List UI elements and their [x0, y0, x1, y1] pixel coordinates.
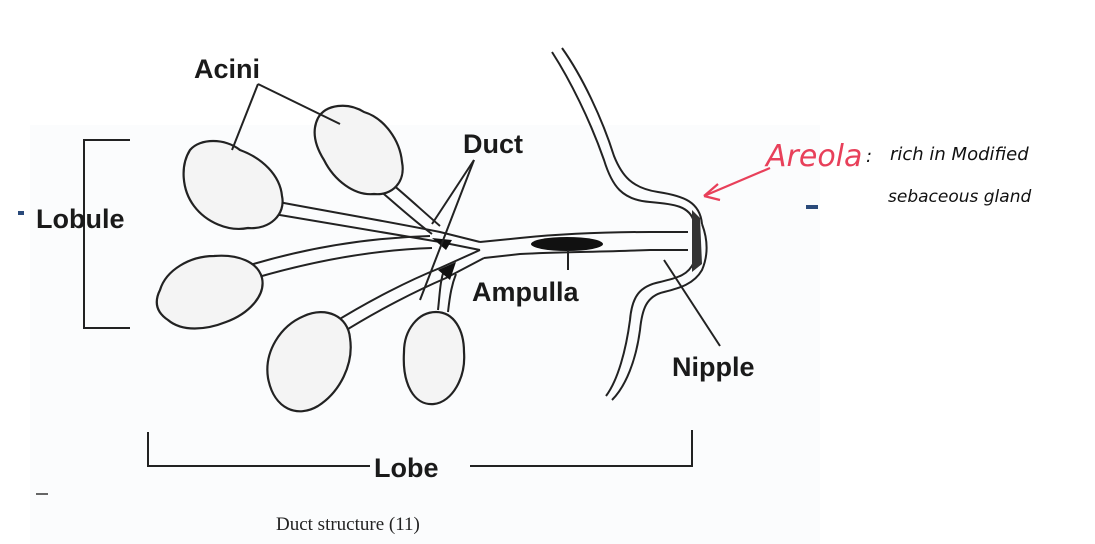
annotation-note-line1: rich in Modified: [890, 144, 1029, 165]
nipple-skin: [552, 48, 707, 400]
left-marker: [18, 211, 24, 215]
lobule-bracket: [84, 140, 130, 328]
figure-caption: Duct structure (11): [276, 514, 420, 535]
lobe-bracket-left: [148, 432, 370, 466]
label-lobe: Lobe: [374, 453, 439, 483]
areola-annotation: Areola : rich in Modified sebaceous glan…: [704, 139, 1031, 207]
label-ampulla: Ampulla: [472, 277, 579, 307]
label-lobule: Lobule: [36, 204, 125, 234]
annotation-term: Areola: [764, 139, 862, 174]
annotation-note-line2: sebaceous gland: [888, 187, 1031, 207]
label-duct: Duct: [463, 129, 523, 159]
right-marker: [806, 205, 818, 209]
annotation-separator: :: [866, 146, 872, 167]
annotation-arrow: [704, 168, 770, 196]
label-acini: Acini: [194, 54, 260, 84]
dash-marker: [36, 493, 48, 495]
duct-system: [250, 160, 688, 334]
lobe-bracket-right: [470, 430, 692, 466]
acini-clusters: [157, 106, 464, 412]
label-nipple: Nipple: [672, 352, 755, 382]
ampulla-sinus: [531, 237, 603, 251]
